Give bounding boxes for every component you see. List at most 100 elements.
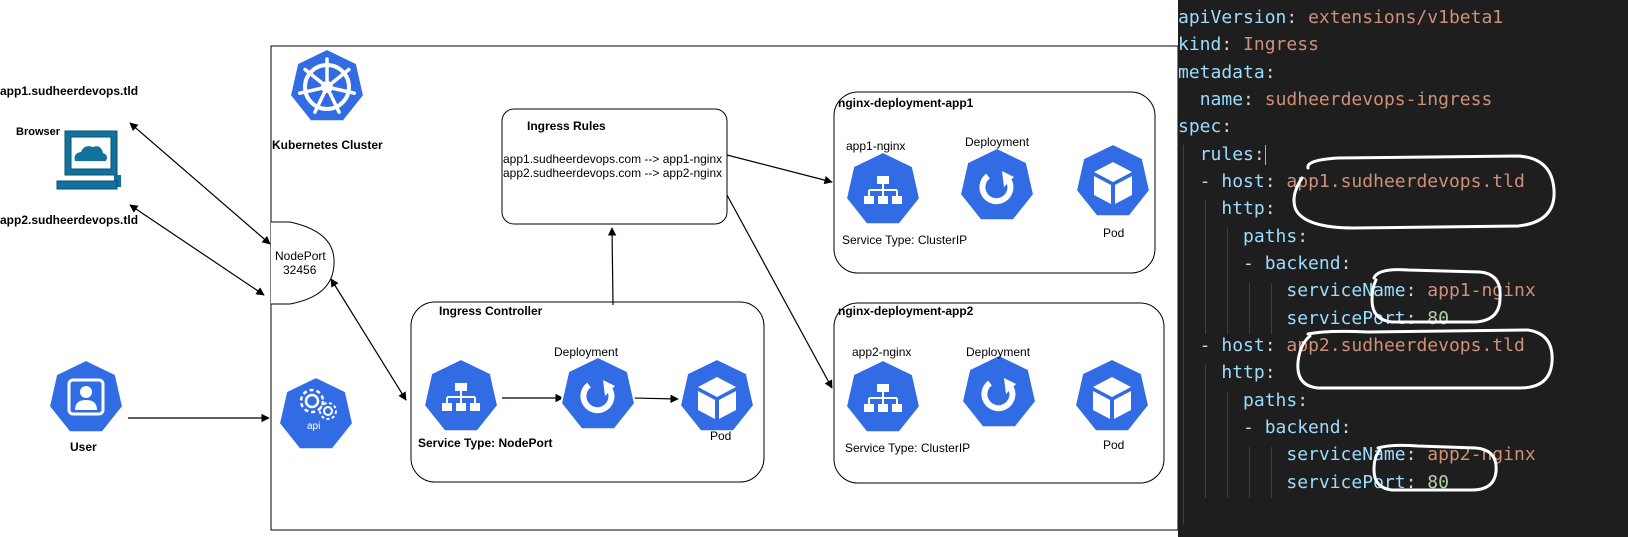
yaml-line-15: paths: xyxy=(1243,390,1309,411)
indent-guide xyxy=(1205,200,1206,334)
browser-icon xyxy=(56,130,121,190)
yaml-line-11: serviceName: app1-nginx xyxy=(1286,280,1536,301)
yaml-value: app2-nginx xyxy=(1427,444,1536,465)
yaml-key: name xyxy=(1199,89,1244,110)
yaml-value: app2.sudheerdevops.tld xyxy=(1286,335,1525,356)
user-label: User xyxy=(70,440,97,454)
yaml-key: host xyxy=(1221,171,1265,192)
controller-deployment-to-pod-arrow xyxy=(632,394,679,404)
yaml-line-4: name: sudheerdevops-ingress xyxy=(1199,89,1493,110)
app2-host-to-nodeport-arrow xyxy=(129,204,265,296)
nodeport-value: 32456 xyxy=(283,263,317,277)
ingress-rules-title: Ingress Rules xyxy=(527,119,606,133)
ingress-controller-title: Ingress Controller xyxy=(439,304,543,318)
highlight-app1-nginx xyxy=(1370,268,1502,324)
api-label: api xyxy=(307,421,321,432)
indent-guide xyxy=(1227,228,1228,334)
yaml-line-8: http: xyxy=(1221,198,1276,219)
ingress-rules-box xyxy=(501,108,728,225)
api-server-icon xyxy=(278,376,354,451)
highlight-app2-host xyxy=(1296,328,1554,390)
controller-deployment-icon xyxy=(560,356,636,431)
indent-guide xyxy=(1249,447,1250,498)
yaml-key: backend xyxy=(1264,253,1341,274)
ingress-rule-2: app2.sudheerdevops.com --> app2-nginx xyxy=(503,166,723,180)
app2-host-label: app2.sudheerdevops.tld xyxy=(0,213,139,227)
indent-guide xyxy=(1183,145,1184,525)
nodeport-to-controller-arrow xyxy=(330,278,407,401)
yaml-line-14: http: xyxy=(1221,362,1276,383)
yaml-value: Ingress xyxy=(1243,34,1319,55)
app2-service-icon xyxy=(845,359,921,434)
controller-pod-icon xyxy=(679,358,755,433)
yaml-key: host xyxy=(1221,335,1265,356)
app2-pod-label: Pod xyxy=(1103,438,1125,452)
indent-guide xyxy=(1227,392,1228,498)
yaml-key: rules xyxy=(1199,144,1254,165)
yaml-line-2: kind: Ingress xyxy=(1178,34,1319,55)
yaml-line-7: - host: app1.sudheerdevops.tld xyxy=(1178,171,1525,192)
app2-service-type: Service Type: ClusterIP xyxy=(845,441,971,455)
yaml-line-9: paths: xyxy=(1243,226,1309,247)
ingress-rule-1: app1.sudheerdevops.com --> app1-nginx xyxy=(503,152,723,166)
browser-label: Browser xyxy=(16,126,61,138)
yaml-key: http xyxy=(1221,198,1265,219)
yaml-value: extensions/v1beta1 xyxy=(1308,7,1504,28)
yaml-key: kind xyxy=(1178,34,1222,55)
app1-host-label: app1.sudheerdevops.tld xyxy=(0,84,139,98)
yaml-value: app1.sudheerdevops.tld xyxy=(1286,171,1525,192)
indent-guide xyxy=(1271,447,1272,498)
yaml-line-10: - backend: xyxy=(1178,253,1352,274)
app1-deployment-label: Deployment xyxy=(965,135,1030,149)
highlight-annotations xyxy=(1292,154,1556,492)
text-cursor xyxy=(1264,145,1266,165)
yaml-value: 80 xyxy=(1427,472,1449,493)
yaml-key: serviceName xyxy=(1286,280,1406,301)
yaml-line-16: - backend: xyxy=(1178,417,1352,438)
rules-to-app1-arrow xyxy=(726,154,833,185)
controller-deployment-label: Deployment xyxy=(554,345,619,359)
kubernetes-cluster-title: Kubernetes Cluster xyxy=(272,138,383,152)
controller-pod-label: Pod xyxy=(710,429,732,443)
app2-deployment-icon xyxy=(961,354,1037,429)
yaml-key: paths xyxy=(1243,390,1298,411)
yaml-value: 80 xyxy=(1427,308,1449,329)
yaml-value: app1-nginx xyxy=(1427,280,1536,301)
yaml-key: paths xyxy=(1243,226,1298,247)
nodeport-label: NodePort xyxy=(275,249,326,263)
app2-deployment-label: Deployment xyxy=(966,345,1031,359)
indent-guide xyxy=(1271,283,1272,334)
highlight-app1-host xyxy=(1292,154,1556,230)
app1-service-type: Service Type: ClusterIP xyxy=(842,233,968,247)
yaml-key: apiVersion xyxy=(1178,7,1287,28)
app1-service-name: app1-nginx xyxy=(846,139,906,153)
yaml-key: http xyxy=(1221,362,1265,383)
yaml-line-6: rules: xyxy=(1199,144,1266,165)
app1-deployment-icon xyxy=(959,147,1035,222)
architecture-diagram: app1.sudheerdevops.tld Browser app2.sudh… xyxy=(0,45,1178,531)
yaml-line-3: metadata: xyxy=(1178,62,1276,83)
yaml-line-13: - host: app2.sudheerdevops.tld xyxy=(1178,335,1525,356)
app1-deployment-title: nginx-deployment-app1 xyxy=(838,96,974,110)
indent-guide xyxy=(1205,364,1206,498)
app2-deployment-title: nginx-deployment-app2 xyxy=(838,304,974,318)
yaml-line-5: spec: xyxy=(1178,116,1233,137)
controller-to-rules-arrow xyxy=(607,227,617,306)
yaml-value: sudheerdevops-ingress xyxy=(1264,89,1493,110)
kubernetes-logo-icon xyxy=(289,48,365,123)
app1-service-icon xyxy=(845,151,921,226)
indent-guide xyxy=(1249,283,1250,334)
app1-pod-icon xyxy=(1075,143,1151,218)
controller-service-type: Service Type: NodePort xyxy=(418,436,553,450)
controller-service-icon xyxy=(423,358,499,433)
yaml-key: backend xyxy=(1264,417,1341,438)
yaml-key: spec xyxy=(1178,116,1222,137)
app2-service-name: app2-nginx xyxy=(852,345,912,359)
app1-pod-label: Pod xyxy=(1103,226,1125,240)
yaml-key: metadata xyxy=(1178,62,1265,83)
user-icon xyxy=(48,359,124,434)
yaml-line-1: apiVersion: extensions/v1beta1 xyxy=(1178,7,1504,28)
yaml-editor-panel: apiVersion: extensions/v1beta1 kind: Ing… xyxy=(1178,0,1628,537)
nodeport-shape xyxy=(271,221,335,305)
diagram-canvas xyxy=(48,45,1178,531)
